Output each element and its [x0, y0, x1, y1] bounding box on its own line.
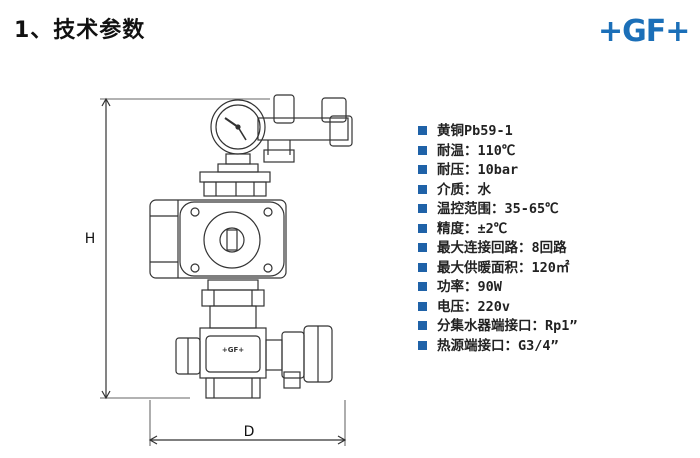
square-bullet-icon [418, 301, 427, 311]
square-bullet-icon [418, 184, 427, 194]
square-bullet-icon [418, 145, 427, 155]
square-bullet-icon [418, 223, 427, 233]
spec-item: 最大供暖面积：120㎡ [418, 259, 578, 279]
square-bullet-icon [418, 243, 427, 252]
spec-item: 介质：水 [418, 181, 578, 201]
valve-logo: +GF+ [222, 346, 244, 354]
depth-label: D [244, 424, 255, 440]
thermometer-gauge [210, 99, 266, 173]
mixing-valve [175, 327, 267, 399]
spec-item: 耐温：110℃ [418, 142, 578, 162]
pump-body [149, 199, 287, 279]
spec-item: 黄铜Pb59-1 [418, 122, 578, 142]
gf-logo: +GF+ [598, 14, 690, 49]
square-bullet-icon [418, 204, 427, 213]
square-bullet-icon [418, 165, 427, 174]
spec-item: 耐压：10bar [418, 161, 578, 181]
square-bullet-icon [418, 340, 427, 350]
spec-item: 温控范围：35-65℃ [418, 200, 578, 220]
spec-item: 精度：±2℃ [418, 220, 578, 240]
top-fitting [257, 94, 353, 163]
page-title: 1、技术参数 [14, 18, 146, 43]
square-bullet-icon [418, 262, 427, 272]
spec-item: 最大连接回路：8回路 [418, 239, 578, 259]
height-label: H [85, 231, 96, 247]
spec-item: 分集水器端接口：Rp1” [418, 317, 578, 337]
spec-item: 功率：90W [418, 278, 578, 298]
right-union [265, 325, 333, 389]
square-bullet-icon [418, 126, 427, 135]
square-bullet-icon [418, 282, 427, 291]
spec-list: 黄铜Pb59-1 耐温：110℃ 耐压：10bar 介质：水 温控范围：35-6… [418, 122, 578, 356]
spec-item: 电压：220v [418, 298, 578, 318]
spec-item: 热源端接口：G3/4” [418, 337, 578, 357]
square-bullet-icon [418, 321, 427, 330]
